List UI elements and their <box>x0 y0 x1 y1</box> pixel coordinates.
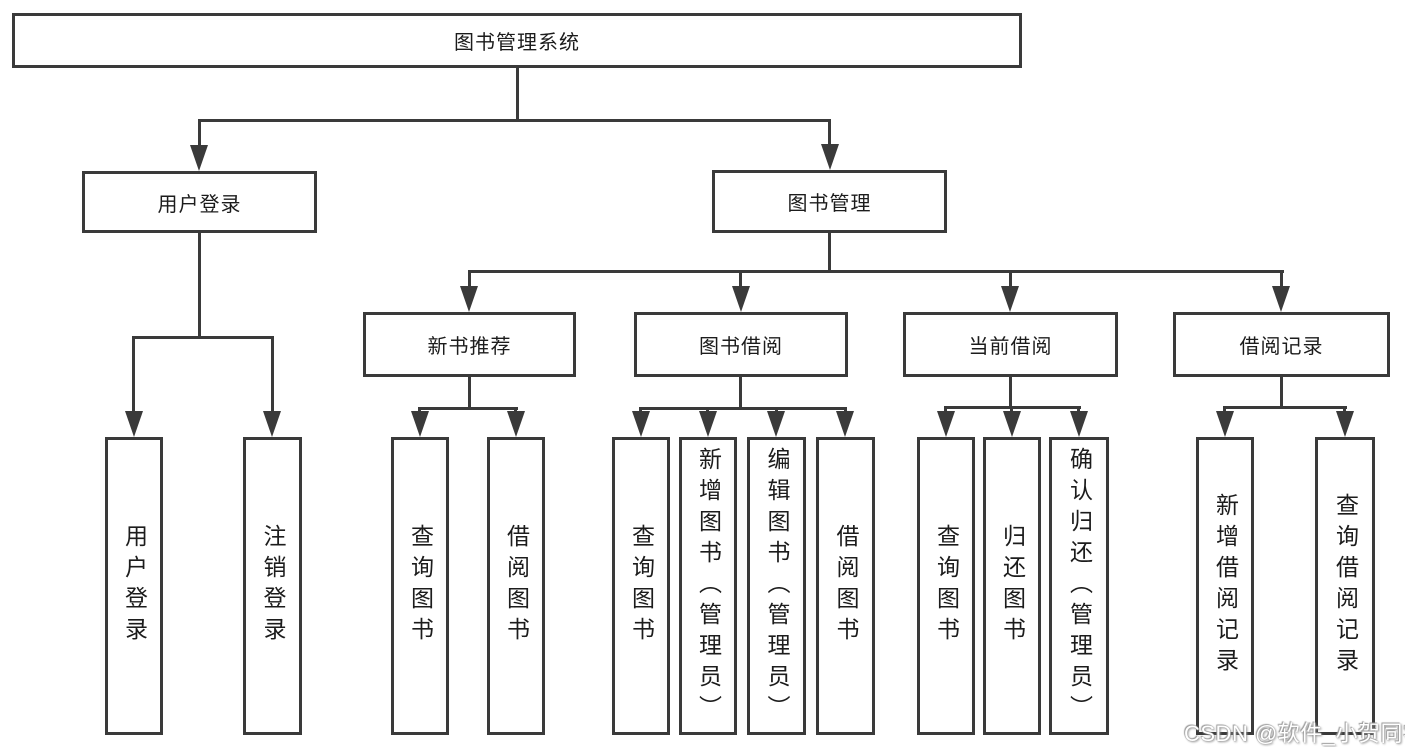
leaf-label: 新增图书（管理员） <box>695 446 722 726</box>
connector-line <box>514 407 517 414</box>
connector-line <box>944 406 947 414</box>
connector-line <box>739 377 742 409</box>
connector-line <box>1223 406 1347 409</box>
connector-line <box>828 119 831 146</box>
node-label: 用户登录 <box>157 193 242 216</box>
leaf-query-borrow-record: 查询借阅记录 <box>1315 437 1375 735</box>
csdn-watermark: CSDN @软件_小贺同学 <box>1184 721 1405 746</box>
leaf-label: 归还图书 <box>999 524 1026 648</box>
node-user-login: 用户登录 <box>82 171 317 233</box>
connector-line <box>132 336 274 339</box>
node-label: 新书推荐 <box>427 336 512 358</box>
connector-line <box>1009 270 1012 288</box>
connector-line <box>468 377 471 409</box>
leaf-query-books-current: 查询图书 <box>917 437 975 735</box>
node-label: 当前借阅 <box>968 336 1053 358</box>
connector-line <box>775 407 778 414</box>
leaf-label: 查询图书 <box>933 524 960 648</box>
leaf-borrow-books-recommend: 借阅图书 <box>487 437 545 735</box>
arrow-down-icon <box>411 411 429 437</box>
node-book-borrowing: 图书借阅 <box>634 312 848 377</box>
connector-line <box>468 270 1284 273</box>
leaf-label: 注销登录 <box>260 524 286 648</box>
leaf-user-login: 用户登录 <box>105 437 163 735</box>
node-label: 图书借阅 <box>699 336 783 358</box>
leaf-add-borrow-record: 新增借阅记录 <box>1196 437 1254 735</box>
leaf-borrow-books: 借阅图书 <box>816 437 875 735</box>
arrow-down-icon <box>1272 286 1290 312</box>
arrow-down-icon <box>1216 411 1234 437</box>
leaf-label: 新增借阅记录 <box>1212 493 1239 679</box>
arrow-down-icon <box>821 144 839 170</box>
node-label: 图书管理 <box>787 193 872 215</box>
node-root-system: 图书管理系统 <box>12 13 1022 68</box>
connector-line <box>418 407 518 410</box>
arrow-down-icon <box>190 145 208 171</box>
arrow-down-icon <box>937 411 955 437</box>
connector-line <box>1010 406 1013 414</box>
connector-line <box>844 407 847 414</box>
leaf-label: 查询图书 <box>407 524 434 648</box>
leaf-label: 借阅图书 <box>503 524 530 648</box>
connector-line <box>418 407 421 414</box>
connector-line <box>468 270 471 288</box>
node-label: 借阅记录 <box>1239 336 1324 358</box>
connector-line <box>1077 406 1080 414</box>
arrow-down-icon <box>699 411 717 437</box>
node-book-management: 图书管理 <box>712 170 947 233</box>
connector-line <box>271 336 274 413</box>
arrow-down-icon <box>507 411 525 437</box>
node-borrowing-records: 借阅记录 <box>1173 312 1390 377</box>
leaf-add-books-admin: 新增图书（管理员） <box>679 437 737 735</box>
connector-line <box>828 233 831 273</box>
arrow-down-icon <box>1336 411 1354 437</box>
node-current-borrowing: 当前借阅 <box>903 312 1118 377</box>
connector-line <box>198 233 201 339</box>
arrow-down-icon <box>263 411 281 437</box>
node-new-book-recommendation: 新书推荐 <box>363 312 576 377</box>
arrow-down-icon <box>767 411 785 437</box>
leaf-label: 借阅图书 <box>833 524 859 648</box>
connector-line <box>198 119 201 147</box>
node-root-label: 图书管理系统 <box>454 32 580 54</box>
leaf-query-books-borrow: 查询图书 <box>612 437 670 735</box>
leaf-label: 查询借阅记录 <box>1332 493 1359 679</box>
connector-line <box>132 336 135 413</box>
arrow-down-icon <box>1003 411 1021 437</box>
connector-line <box>1009 377 1012 408</box>
connector-line <box>1280 270 1283 288</box>
leaf-label: 确认归还（管理员） <box>1066 446 1093 726</box>
arrow-down-icon <box>460 286 478 312</box>
connector-line <box>1343 406 1346 414</box>
arrow-down-icon <box>1070 411 1088 437</box>
leaf-label: 用户登录 <box>121 524 148 648</box>
connector-line <box>706 407 709 414</box>
connector-line <box>1280 377 1283 408</box>
leaf-return-books: 归还图书 <box>983 437 1041 735</box>
connector-line <box>1223 406 1226 414</box>
leaf-edit-books-admin: 编辑图书（管理员） <box>747 437 806 735</box>
leaf-label: 查询图书 <box>628 524 655 648</box>
arrow-down-icon <box>732 286 750 312</box>
leaf-logout: 注销登录 <box>243 437 302 735</box>
connector-line <box>639 407 642 414</box>
arrow-down-icon <box>1001 286 1019 312</box>
arrow-down-icon <box>836 411 854 437</box>
connector-line <box>198 119 831 122</box>
leaf-query-books-recommend: 查询图书 <box>391 437 449 735</box>
connector-line <box>516 66 519 122</box>
arrow-down-icon <box>632 411 650 437</box>
arrow-down-icon <box>125 411 143 437</box>
leaf-confirm-return-admin: 确认归还（管理员） <box>1049 437 1109 735</box>
leaf-label: 编辑图书（管理员） <box>764 446 790 726</box>
connector-line <box>739 270 742 288</box>
connector-line <box>639 407 847 410</box>
